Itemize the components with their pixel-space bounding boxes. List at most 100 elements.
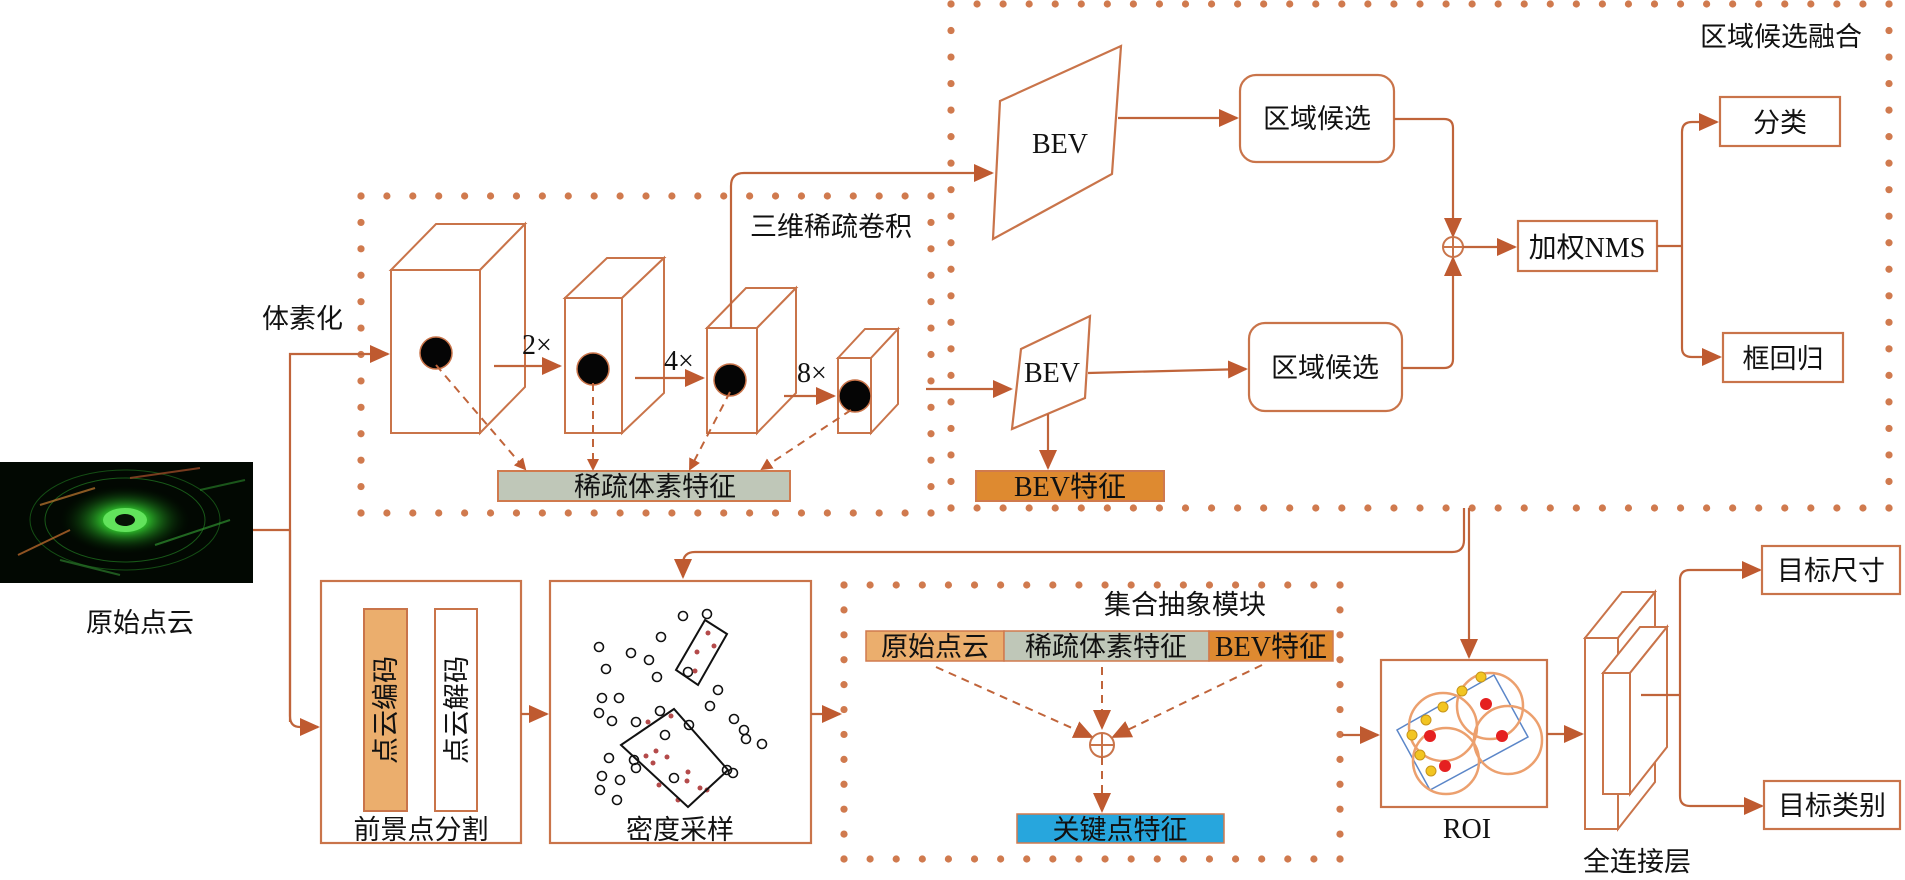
- border-dot: [944, 581, 953, 589]
- border-dot: [1336, 755, 1344, 763]
- border-dot: [1049, 581, 1057, 589]
- border-dot: [1153, 855, 1161, 863]
- border-dot: [1833, 504, 1841, 512]
- open-sample-point: [654, 705, 666, 717]
- fc-label: 全连接层: [1583, 847, 1691, 878]
- border-dot: [1885, 186, 1893, 194]
- border-dot: [927, 324, 935, 332]
- border-dot: [1390, 0, 1398, 8]
- border-dot: [1129, 504, 1137, 512]
- border-dot: [999, 0, 1007, 8]
- border-dot: [1312, 504, 1320, 512]
- border-dot: [1885, 398, 1893, 406]
- border-dot: [840, 631, 848, 639]
- set-abstraction-region-border: [840, 581, 1344, 863]
- border-dot: [927, 271, 935, 279]
- proposal-top-label: 区域候选: [1263, 104, 1371, 135]
- border-dot: [1284, 855, 1292, 863]
- border-dot: [1520, 504, 1528, 512]
- bev-bottom-shape: [1010, 314, 1092, 431]
- foreground-sample-point: [694, 649, 700, 655]
- voxel-feature-dot: [576, 352, 610, 386]
- border-dot: [1103, 504, 1111, 512]
- border-dot: [927, 482, 935, 491]
- border-dot: [1336, 780, 1344, 788]
- open-sample-point: [630, 716, 642, 728]
- foreground-sample-point: [664, 754, 670, 760]
- border-dot: [1023, 855, 1031, 863]
- border-dot: [1234, 0, 1242, 8]
- bev-feature-bar: [975, 470, 1165, 502]
- border-dot: [892, 581, 900, 589]
- border-dot: [1859, 0, 1867, 8]
- border-dot: [901, 509, 909, 517]
- border-dot: [927, 456, 935, 464]
- border-dot: [1234, 504, 1242, 512]
- border-dot: [1468, 0, 1476, 8]
- border-dot: [461, 192, 469, 200]
- border-dot: [357, 403, 365, 411]
- border-dot: [1101, 581, 1109, 589]
- keypoint-feature-label: 关键点特征: [1053, 815, 1188, 846]
- border-dot: [1885, 424, 1893, 433]
- fusion-region-border: [947, 0, 1893, 512]
- border-dot: [590, 509, 598, 517]
- open-sample-point: [651, 671, 663, 683]
- open-sample-point: [625, 647, 637, 659]
- scale-label-8x: 8×: [797, 358, 827, 389]
- open-sample-point: [721, 764, 733, 776]
- keypoint-feature-bar: [1016, 813, 1225, 844]
- border-dot: [947, 265, 955, 273]
- border-dot: [927, 350, 935, 359]
- border-dot: [1336, 705, 1344, 714]
- border-dot: [1650, 504, 1659, 512]
- density-sampling-title: 密度采样: [626, 815, 734, 846]
- arrow-proposal-top-to-sum: [1394, 117, 1462, 238]
- border-dot: [947, 106, 955, 114]
- border-dot: [927, 509, 935, 517]
- border-dot: [823, 192, 831, 200]
- voxel-feature-dot: [419, 336, 453, 370]
- proposal-bottom-label: 区域候选: [1271, 353, 1379, 384]
- border-dot: [947, 53, 955, 61]
- border-dot: [1207, 504, 1216, 512]
- sparse-conv-region-border: [357, 192, 935, 517]
- arrow-nms-to-cls: [1680, 113, 1719, 246]
- set-abstraction-title: 集合抽象模块: [1104, 590, 1266, 621]
- border-dot: [947, 398, 955, 406]
- border-dot: [357, 377, 365, 385]
- border-dot: [357, 271, 365, 279]
- border-dot: [1338, 504, 1346, 512]
- border-dot: [357, 456, 365, 464]
- border-dot: [1075, 581, 1083, 589]
- open-sample-point: [712, 684, 724, 696]
- border-dot: [1336, 581, 1344, 589]
- border-dot: [1755, 0, 1763, 8]
- border-dot: [840, 755, 848, 763]
- border-dot: [999, 504, 1007, 512]
- open-sample-point: [613, 692, 625, 704]
- border-dot: [947, 424, 955, 433]
- border-dot: [357, 192, 365, 200]
- border-dot: [1051, 504, 1059, 512]
- border-dot: [840, 705, 848, 714]
- border-dot: [1442, 504, 1450, 512]
- border-dot: [1155, 0, 1164, 8]
- border-dot: [947, 477, 955, 486]
- border-dot: [771, 509, 780, 517]
- foreground-sample-point: [692, 668, 698, 674]
- dashed-arrow-bev-to-sum: [1111, 664, 1263, 738]
- foreground-sample-point: [656, 782, 662, 788]
- border-dot: [1572, 0, 1580, 8]
- scale-label-2x: 2×: [522, 330, 552, 361]
- open-sample-point: [740, 733, 752, 745]
- border-dot: [875, 509, 883, 517]
- border-dot: [947, 292, 955, 300]
- border-dot: [590, 192, 598, 200]
- dashed-arrow-raw-to-sum: [935, 666, 1094, 738]
- arrow-nms-to-reg: [1680, 246, 1722, 366]
- border-dot: [1624, 0, 1633, 8]
- border-dot: [1023, 581, 1031, 589]
- foreground-sample-point: [711, 643, 717, 649]
